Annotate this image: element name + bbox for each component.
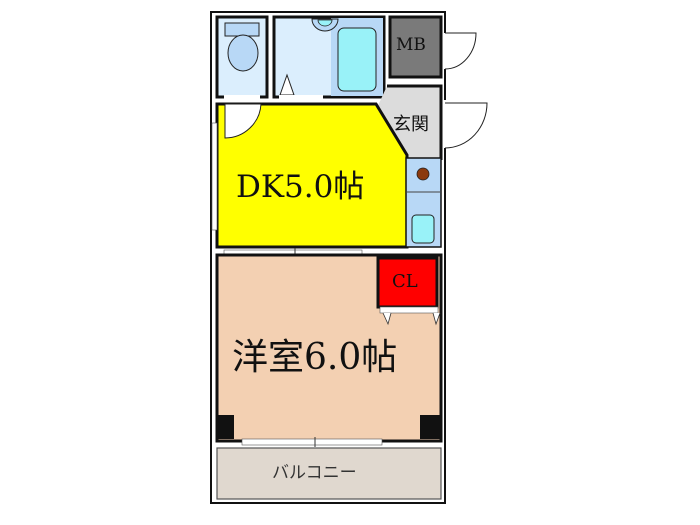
- mb-door-swing[interactable]: [444, 32, 477, 70]
- toilet-bowl-icon: [227, 34, 259, 72]
- toilet-room: [215, 15, 269, 100]
- meter-box: [388, 15, 443, 79]
- pillar: [420, 415, 440, 439]
- closet-label: CL: [392, 271, 418, 292]
- dk-door-swing[interactable]: [224, 103, 262, 139]
- balcony-label: バルコニー: [272, 463, 357, 483]
- dk-label: DK5.0帖: [236, 169, 365, 205]
- entrance-label: 玄関: [393, 114, 429, 135]
- toilet-tank-icon: [224, 22, 260, 37]
- balcony: [216, 447, 442, 500]
- closet: [376, 256, 439, 309]
- western-room-label: 洋室6.0帖: [232, 337, 398, 378]
- bathtub-icon: [337, 27, 377, 92]
- entrance-door-swing[interactable]: [444, 102, 488, 149]
- pillar: [218, 415, 234, 439]
- stove-icon: [416, 167, 430, 181]
- kitchen-sink-icon: [411, 214, 435, 244]
- entrance: [375, 86, 441, 160]
- meter-box-label: MB: [396, 35, 426, 55]
- bathroom: [272, 15, 386, 100]
